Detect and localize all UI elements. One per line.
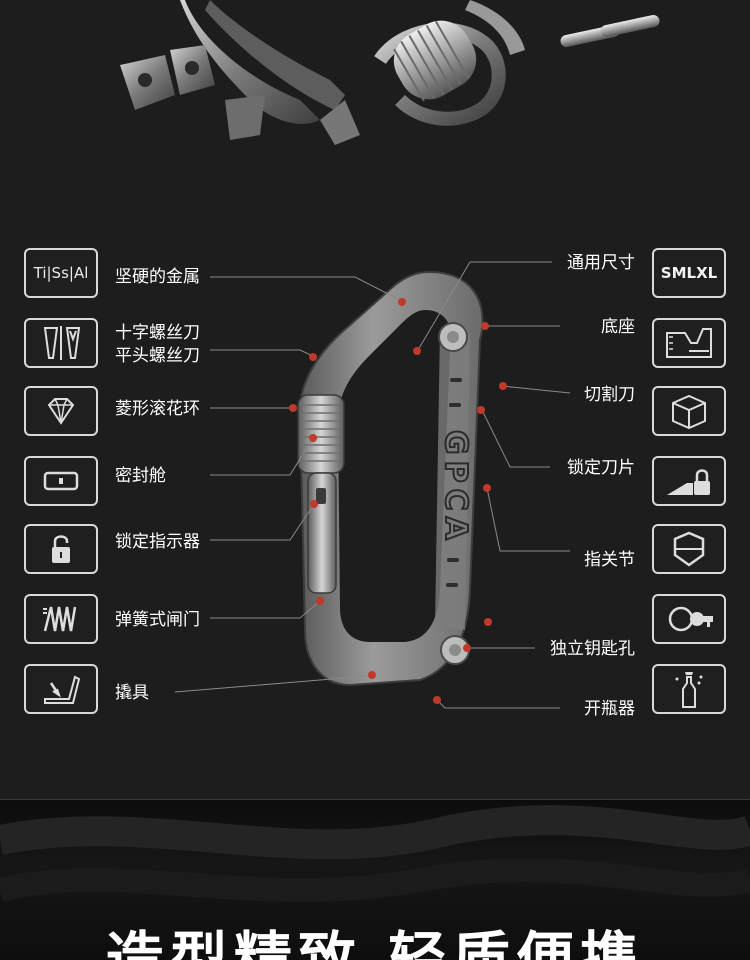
label-knuckle: 指关节 [584, 550, 635, 570]
key-icon [652, 594, 726, 644]
label-knurl: 菱形滚花环 [115, 399, 200, 419]
exploded-parts-photo [120, 0, 660, 145]
carabiner-illustration: GPCA [297, 270, 484, 687]
bottle-icon [652, 664, 726, 714]
label-sealed: 密封舱 [115, 466, 166, 486]
label-key-hole: 独立钥匙孔 [550, 639, 635, 659]
diamond-icon [24, 386, 98, 436]
label-opener: 开瓶器 [584, 699, 635, 719]
slogan-banner: 造型精致 轻质便携 [0, 800, 750, 960]
label-base: 底座 [601, 317, 635, 337]
label-cross-screwdriver: 十字螺丝刀 [115, 323, 200, 343]
label-blade-lock: 锁定刀片 [567, 458, 635, 478]
label-flat-screwdriver: 平头螺丝刀 [115, 346, 200, 366]
label-spring-gate: 弹簧式闸门 [115, 610, 200, 630]
label-pry: 撬具 [115, 683, 149, 703]
screwdriver-icon [24, 318, 98, 368]
slogan: 造型精致 轻质便携 [105, 925, 645, 960]
ruler-icon [652, 318, 726, 368]
padlock-icon [24, 524, 98, 574]
carabiner-logo: GPCA [438, 430, 473, 546]
label-lock-indicator: 锁定指示器 [115, 532, 200, 552]
shield-icon [652, 524, 726, 574]
size-icon: SMLXL [652, 248, 726, 298]
capsule-icon [24, 456, 98, 506]
spring-icon [24, 594, 98, 644]
label-size: 通用尺寸 [567, 253, 635, 273]
blade-lock-icon [652, 456, 726, 506]
label-cutter: 切割刀 [584, 385, 635, 405]
pry-bar-icon [24, 664, 98, 714]
label-metal: 坚硬的金属 [115, 267, 200, 287]
tissal-icon: Ti|Ss|Al [24, 248, 98, 298]
fabric-texture [0, 805, 750, 902]
box-icon [652, 386, 726, 436]
